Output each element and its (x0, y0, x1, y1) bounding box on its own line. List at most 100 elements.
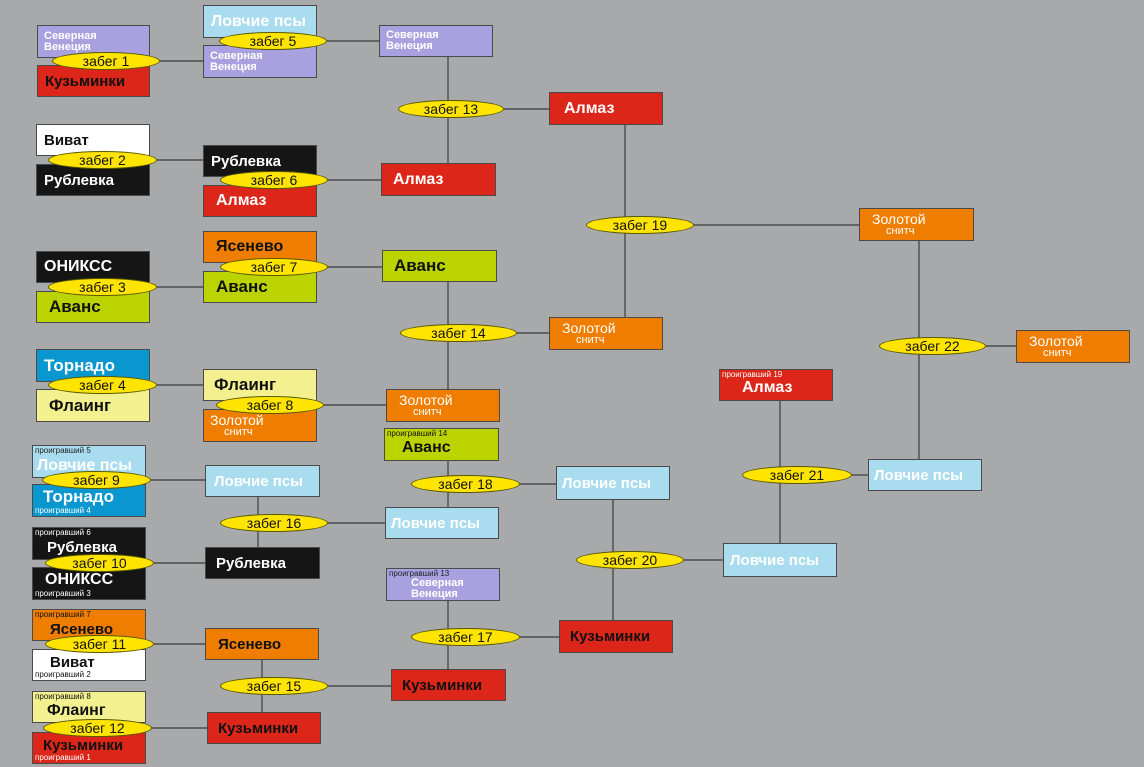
race-oval: забег 5 (219, 32, 327, 50)
team-name: Золотой (399, 391, 453, 408)
team-name: Золотой (1029, 332, 1083, 349)
race-oval: забег 9 (42, 471, 151, 489)
team-name: снитч (1043, 346, 1072, 359)
race-oval: забег 21 (742, 466, 852, 484)
team-name: Аванс (394, 256, 446, 275)
team-box: Ясенево (205, 628, 319, 660)
team-name: Венеция (210, 60, 257, 73)
team-name: Флаинг (49, 395, 112, 415)
team-name: снитч (413, 405, 442, 418)
team-name: Торнадо (44, 355, 115, 375)
team-box: Кузьминки (559, 620, 673, 653)
race-oval: забег 12 (43, 719, 152, 737)
team-name: Флаинг (47, 702, 106, 719)
team-name: Торнадо (43, 486, 114, 506)
team-name: Северная (44, 29, 97, 42)
race-oval: забег 6 (220, 171, 328, 189)
team-box: Ловчие псы (723, 543, 837, 577)
team-name: Ловчие псы (214, 472, 303, 490)
team-name: Венеция (386, 40, 433, 52)
team-name: Кузьминки (45, 72, 126, 90)
team-name: Кузьминки (43, 736, 124, 754)
loser-tag: проигравший 13 (389, 569, 450, 578)
team-name: Ясенево (50, 620, 114, 638)
race-oval: забег 10 (45, 554, 154, 572)
team-box: Ловчие псы (868, 459, 982, 491)
team-name: снитч (886, 224, 915, 237)
team-box: Кузьминки (37, 65, 150, 97)
team-name: Кузьминки (570, 628, 651, 645)
loser-tag: проигравший 14 (387, 429, 448, 438)
team-box: Ловчие псы (556, 466, 670, 500)
team-name: Северная (210, 49, 263, 62)
race-oval: забег 13 (398, 100, 504, 118)
team-name: Аванс (216, 277, 268, 296)
team-name: Ловчие псы (562, 474, 651, 492)
team-name: Ясенево (216, 238, 284, 255)
team-box: Аванс (203, 271, 317, 303)
race-oval: забег 18 (411, 475, 520, 493)
team-name: Золотой (562, 319, 616, 336)
team-name: Рублевка (211, 152, 281, 170)
team-name: Ловчие псы (391, 514, 480, 532)
team-name: Виват (44, 131, 89, 149)
team-name: Флаинг (214, 375, 277, 394)
team-box: Флаинг (36, 389, 150, 422)
team-name: Кузьминки (218, 719, 299, 737)
team-name: Северная (386, 29, 439, 41)
team-name: Ловчие псы (730, 551, 819, 569)
race-oval: забег 15 (220, 677, 328, 695)
team-name: Ловчие псы (37, 456, 132, 474)
race-oval: забег 7 (220, 258, 328, 276)
team-name: Золотой (210, 411, 264, 428)
team-name: ОНИКСС (45, 570, 114, 588)
loser-tag: проигравший 5 (35, 446, 91, 455)
race-oval: забег 4 (48, 376, 157, 394)
team-box: Аванс (36, 291, 150, 323)
race-oval: забег 3 (48, 278, 157, 296)
loser-tag: проигравший 4 (35, 506, 91, 515)
team-name: Рублевка (47, 539, 117, 556)
team-box: Алмаз (381, 163, 496, 196)
team-name: Венеция (44, 40, 91, 53)
loser-tag: проигравший 2 (35, 670, 91, 679)
race-oval: забег 14 (400, 324, 517, 342)
race-oval: забег 8 (216, 396, 324, 414)
team-box: Рублевка (36, 164, 150, 196)
race-oval: забег 11 (45, 635, 154, 653)
race-oval: забег 22 (879, 337, 986, 355)
team-name: Алмаз (393, 170, 444, 188)
race-oval: забег 2 (48, 151, 157, 169)
team-name: Кузьминки (402, 676, 483, 694)
team-box: Кузьминки (207, 712, 321, 744)
team-name: Венеция (411, 588, 458, 600)
team-box: Алмаз (549, 92, 663, 125)
team-name: Аванс (49, 297, 101, 316)
race-oval: забег 20 (576, 551, 684, 569)
team-name: снитч (576, 333, 605, 346)
loser-tag: проигравший 6 (35, 528, 91, 537)
team-box: Алмаз (203, 185, 317, 217)
team-name: Алмаз (742, 379, 793, 396)
loser-tag: проигравший 1 (35, 753, 91, 762)
team-box: Флаинг (203, 369, 317, 401)
loser-tag: проигравший 19 (722, 370, 783, 379)
team-name: снитч (224, 425, 253, 438)
team-name: Ловчие псы (874, 466, 963, 484)
loser-tag: проигравший 3 (35, 589, 91, 598)
race-oval: забег 19 (586, 216, 694, 234)
team-box: Рублевка (205, 547, 320, 579)
